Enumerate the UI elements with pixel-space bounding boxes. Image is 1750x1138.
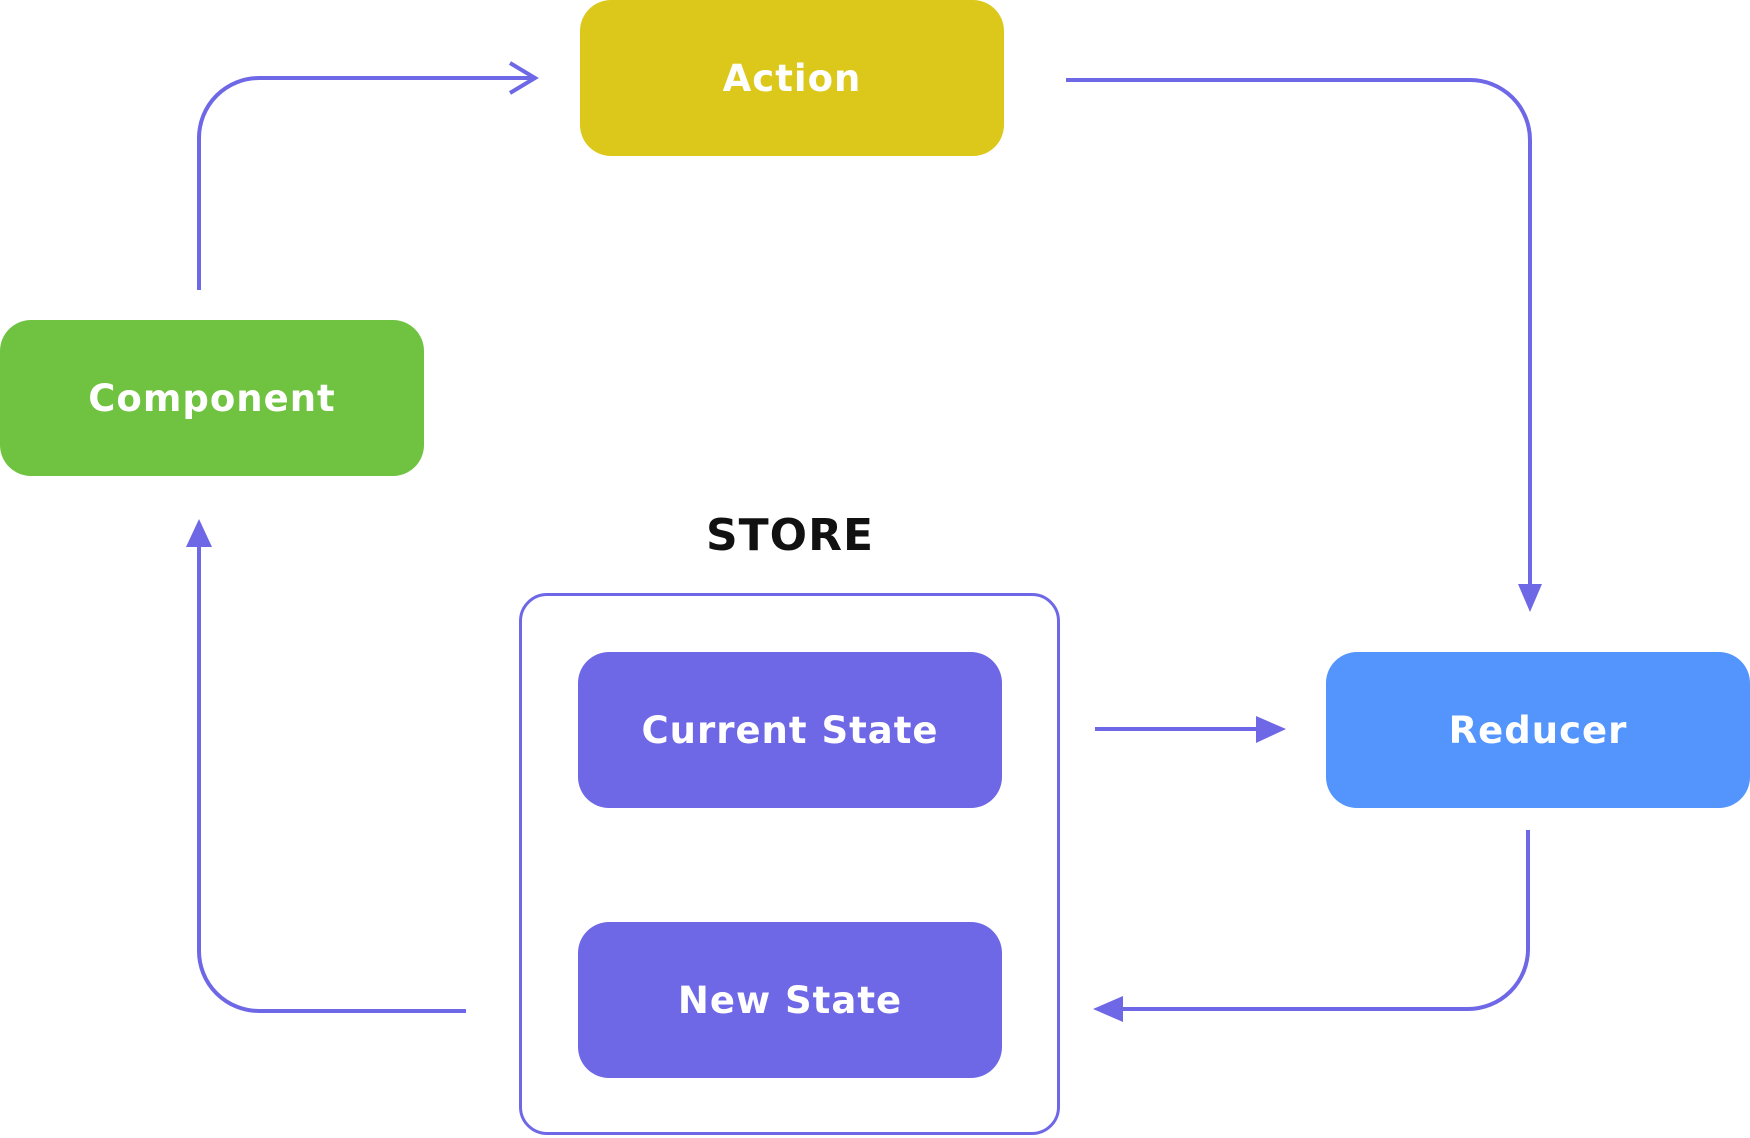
reducer-node: Reducer <box>1326 652 1750 808</box>
arrow-newstate-to-component <box>197 545 466 1013</box>
store-title: STORE <box>705 510 875 561</box>
current-state-label: Current State <box>641 708 939 752</box>
arrowhead-right-icon <box>1256 716 1286 743</box>
arrowhead-down-icon <box>1518 584 1542 612</box>
arrowhead-up-icon <box>186 519 212 547</box>
arrow-action-to-reducer <box>1066 78 1532 590</box>
arrow-reducer-to-newstate <box>1115 830 1530 1011</box>
component-label: Component <box>88 376 336 420</box>
arrowhead-open-icon <box>508 61 539 95</box>
new-state-node: New State <box>578 922 1002 1078</box>
store-container <box>519 593 1060 1135</box>
current-state-node: Current State <box>578 652 1002 808</box>
action-node: Action <box>580 0 1004 156</box>
arrowhead-left-icon <box>1093 996 1123 1022</box>
component-node: Component <box>0 320 424 476</box>
action-label: Action <box>722 56 862 100</box>
new-state-label: New State <box>677 978 903 1022</box>
arrow-component-to-action <box>197 76 533 290</box>
reducer-label: Reducer <box>1448 708 1628 752</box>
